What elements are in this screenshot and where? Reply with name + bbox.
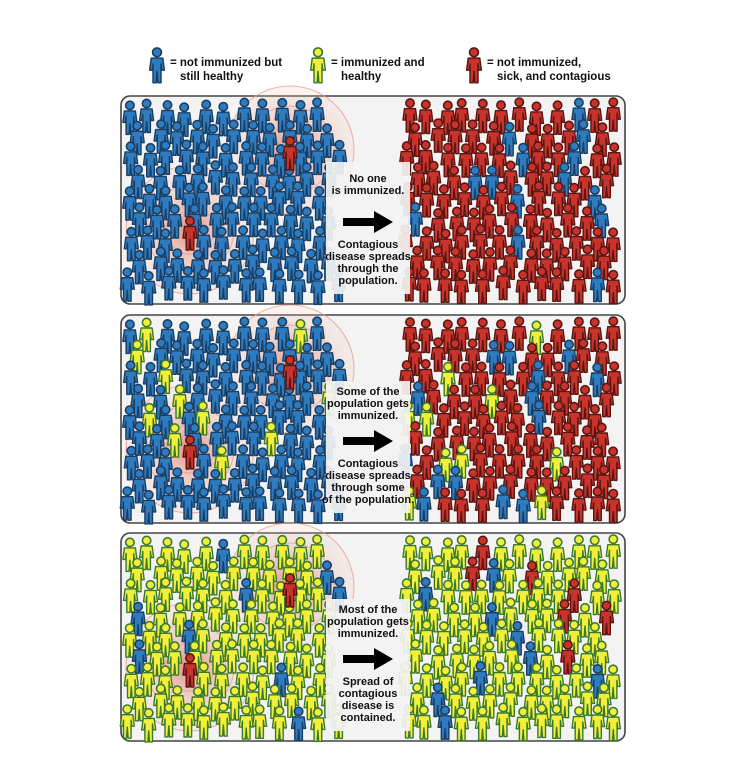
panel-3-bottom-line: contained. [340,712,395,724]
panel-3-top-line: Most of the [339,604,398,616]
legend-red-line1: = not immunized, [487,57,581,69]
legend-blue-line1: = not immunized but [170,57,282,69]
legend-red-line2: sick, and contagious [497,71,611,83]
panel-2-bottom-line: disease spreads [325,470,411,482]
legend-yellow-line2: healthy [341,71,382,83]
legend-red-person-icon [465,47,483,84]
panel-1-top-line: is immunized. [332,185,405,197]
panel-1-bottom-line: through the [337,263,398,275]
panel-2-bottom-line: through some [331,482,404,494]
panel-2-text-backdrop [326,381,410,513]
panel-1-bottom-line: population. [338,275,397,287]
legend-blue: = not immunized but still healthy [148,47,282,84]
panel-1-bottom-line: disease spreads [325,251,411,263]
legend-blue-line2: still healthy [180,71,244,83]
panel-3-top-line: immunized. [338,628,399,640]
legend-yellow: = immunized and healthy [309,47,425,84]
panel-2-top-line: immunized. [338,410,399,422]
panel-3-bottom-line: disease is [342,700,395,712]
panel-2-bottom-line: Contagious [338,458,399,470]
panel-2-bottom-line: of the population. [322,494,414,506]
legend-yellow-line1: = immunized and [331,57,425,69]
legend-blue-person-icon [148,47,166,84]
panel-2-arrow-icon [343,430,393,452]
panel-1-bottom-line: Contagious [338,239,399,251]
legend-red: = not immunized, sick, and contagious [465,47,611,84]
panel-1-arrow-icon [343,211,393,233]
panel-2-top-line: Some of the [337,386,400,398]
panel-2-top-line: population gets [327,398,409,410]
panel-1-top-line: No one [349,173,386,185]
panel-3-text-backdrop [326,599,410,731]
panel-3-bottom-line: contagious [339,688,398,700]
panel-3-arrow-icon [343,648,393,670]
panel-3-top-line: population gets [327,616,409,628]
panel-1-text-backdrop [326,162,410,294]
panel-3-bottom-line: Spread of [343,676,394,688]
legend-yellow-person-icon [309,47,327,84]
legend: = not immunized but still healthy = immu… [148,47,611,84]
